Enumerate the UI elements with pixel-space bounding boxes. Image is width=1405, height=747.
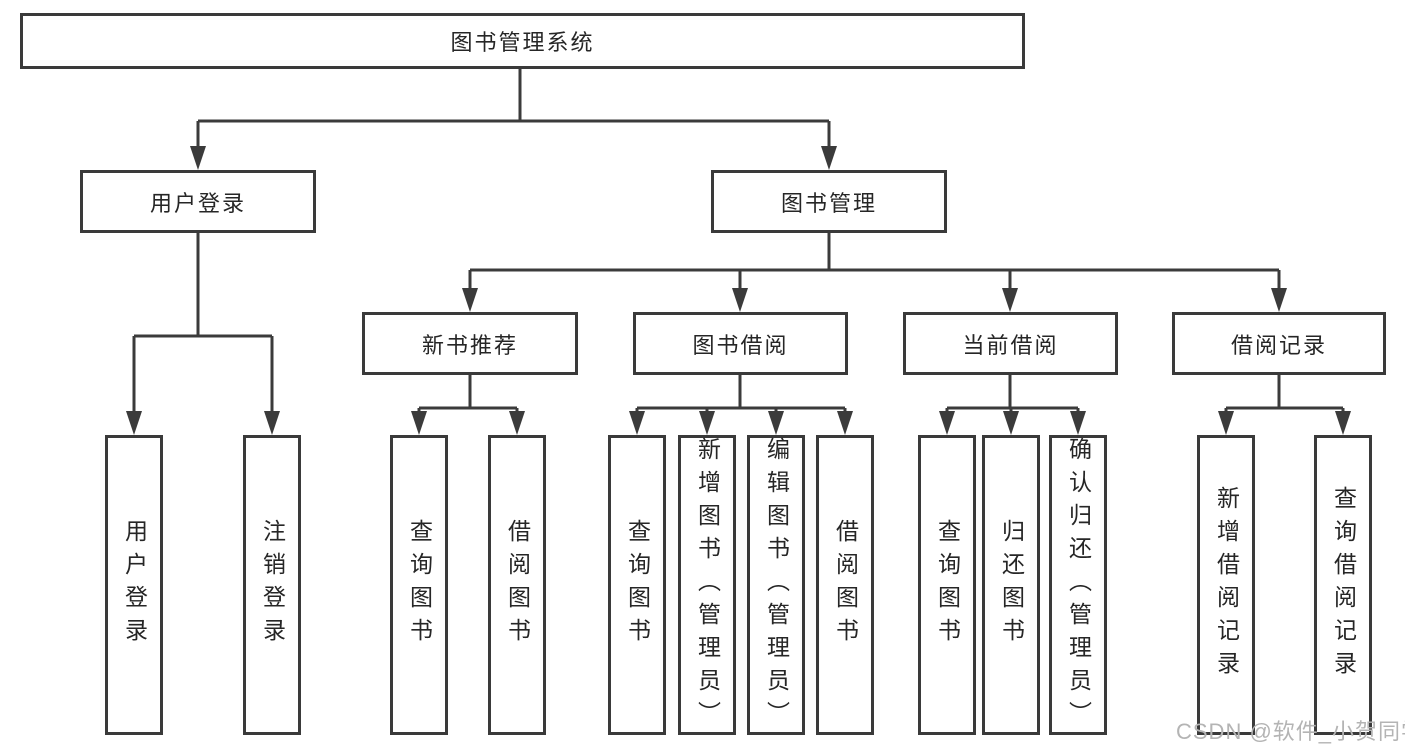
- leaf-edit-book-admin: 编辑图书（管理员）: [747, 435, 805, 735]
- leaf-borrow-books-borrowing-label: 借阅图书: [832, 519, 859, 651]
- leaf-query-books-recommend-label: 查询图书: [406, 519, 433, 651]
- leaf-query-books-current: 查询图书: [918, 435, 976, 735]
- leaf-borrow-books-recommend-label: 借阅图书: [504, 519, 531, 651]
- node-library-system-label: 图书管理系统: [450, 30, 595, 55]
- leaf-logout-label: 注销登录: [259, 519, 286, 651]
- leaf-borrow-books-recommend: 借阅图书: [488, 435, 546, 735]
- node-current-borrowing-label: 当前借阅: [962, 332, 1059, 358]
- node-borrowing-records-label: 借阅记录: [1230, 332, 1327, 358]
- leaf-user-login: 用户登录: [105, 435, 163, 735]
- node-book-borrowing: 图书借阅: [633, 312, 848, 375]
- arrowheads: [126, 146, 1351, 435]
- node-new-book-recommend: 新书推荐: [362, 312, 578, 375]
- leaf-confirm-return-admin: 确认归还（管理员）: [1049, 435, 1107, 735]
- leaf-query-books-current-label: 查询图书: [934, 519, 961, 651]
- leaf-add-borrow-record-label: 新增借阅记录: [1213, 486, 1240, 684]
- leaf-add-borrow-record: 新增借阅记录: [1197, 435, 1255, 735]
- leaf-edit-book-admin-label: 编辑图书（管理员）: [763, 436, 790, 734]
- leaf-logout: 注销登录: [243, 435, 301, 735]
- leaf-add-book-admin: 新增图书（管理员）: [678, 435, 736, 735]
- leaf-query-books-recommend: 查询图书: [390, 435, 448, 735]
- node-new-book-recommend-label: 新书推荐: [421, 332, 518, 358]
- leaf-query-borrow-record-label: 查询借阅记录: [1330, 486, 1357, 684]
- node-user-login-label: 用户登录: [149, 190, 246, 216]
- node-book-management-label: 图书管理: [780, 190, 877, 216]
- leaf-add-book-admin-label: 新增图书（管理员）: [694, 436, 721, 734]
- node-book-borrowing-label: 图书借阅: [692, 332, 789, 358]
- watermark: CSDN @软件_小贺同学: [1176, 719, 1405, 744]
- node-user-login: 用户登录: [80, 170, 316, 233]
- leaf-confirm-return-admin-label: 确认归还（管理员）: [1065, 436, 1092, 734]
- node-borrowing-records: 借阅记录: [1172, 312, 1386, 375]
- leaf-borrow-books-borrowing: 借阅图书: [816, 435, 874, 735]
- leaf-user-login-label: 用户登录: [121, 519, 148, 651]
- leaf-query-books-borrowing: 查询图书: [608, 435, 666, 735]
- node-current-borrowing: 当前借阅: [903, 312, 1118, 375]
- leaf-return-book: 归还图书: [982, 435, 1040, 735]
- leaf-return-book-label: 归还图书: [998, 519, 1025, 651]
- node-library-system: 图书管理系统: [20, 13, 1025, 69]
- node-book-management: 图书管理: [711, 170, 947, 233]
- leaf-query-borrow-record: 查询借阅记录: [1314, 435, 1372, 735]
- leaf-query-books-borrowing-label: 查询图书: [624, 519, 651, 651]
